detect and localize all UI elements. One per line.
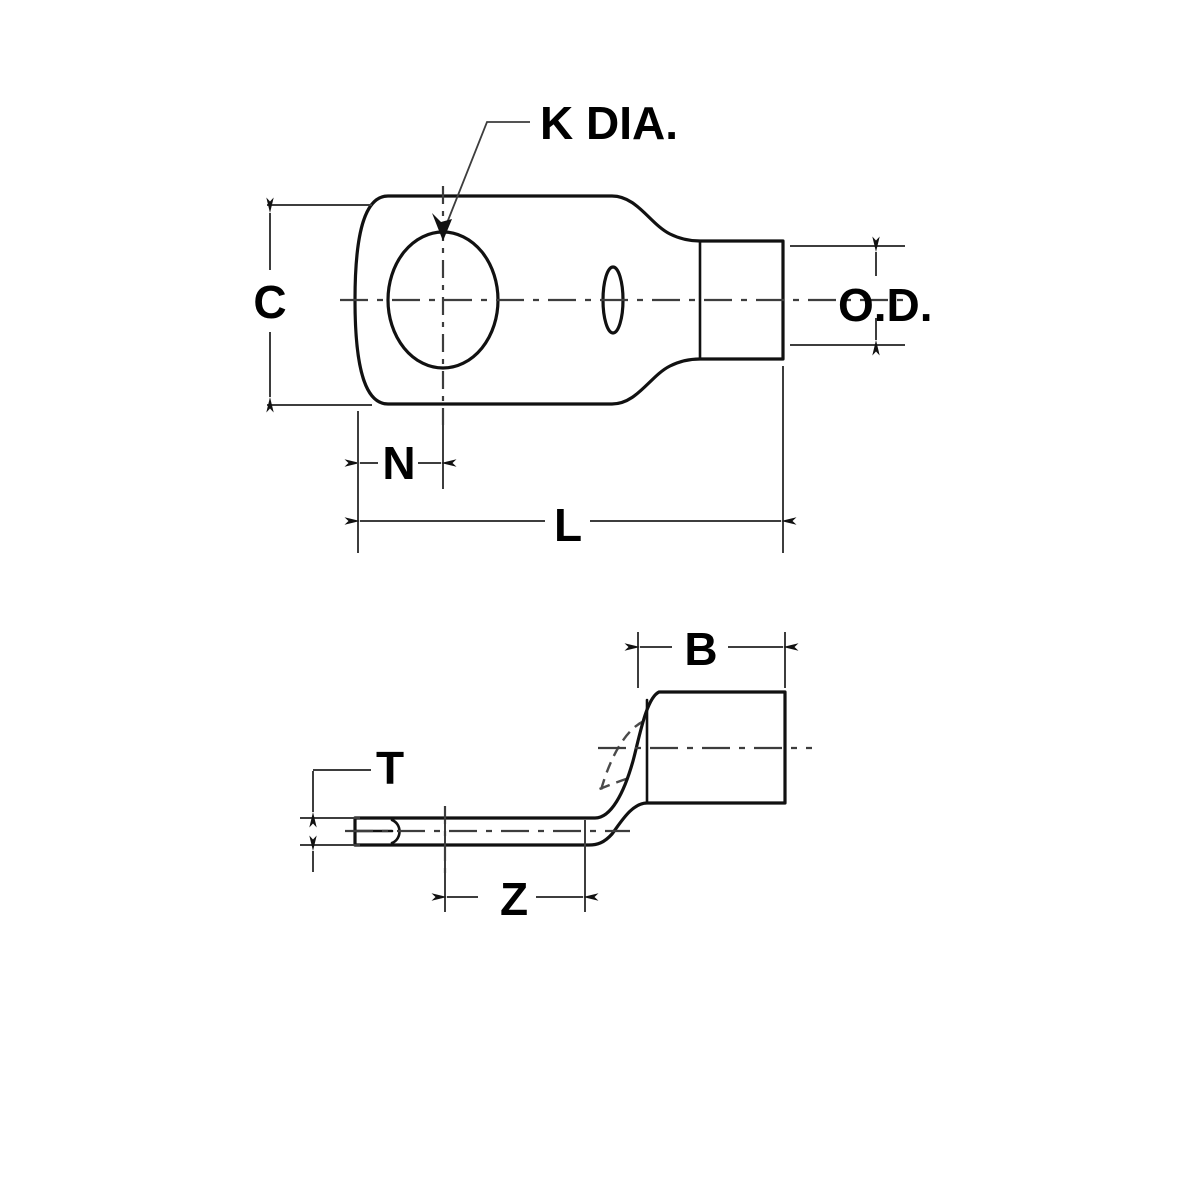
dimension-label-c: C — [253, 276, 286, 328]
dimension-label-k-dia: K DIA. — [540, 97, 678, 149]
top-view: C K DIA. O.D. N — [253, 97, 933, 553]
leader-k-dia: K DIA. — [432, 97, 678, 241]
side-body-outline — [353, 690, 787, 847]
dimension-od: O.D. — [790, 236, 933, 356]
dimension-b: B — [624, 623, 799, 688]
k-dia-arrowhead — [432, 213, 452, 241]
side-view: B T Z — [300, 623, 812, 925]
dimension-label-z: Z — [500, 873, 528, 925]
dimension-label-b: B — [684, 623, 717, 675]
dimension-c: C — [253, 197, 372, 413]
dimension-label-l: L — [554, 499, 582, 551]
dimension-l: L — [344, 366, 797, 553]
dimension-label-t: T — [376, 742, 404, 794]
dimension-z: Z — [431, 806, 599, 925]
dimension-n: N — [344, 411, 457, 489]
dimension-t: T — [300, 742, 404, 872]
dimension-label-od: O.D. — [838, 279, 933, 331]
dimension-label-n: N — [382, 437, 415, 489]
